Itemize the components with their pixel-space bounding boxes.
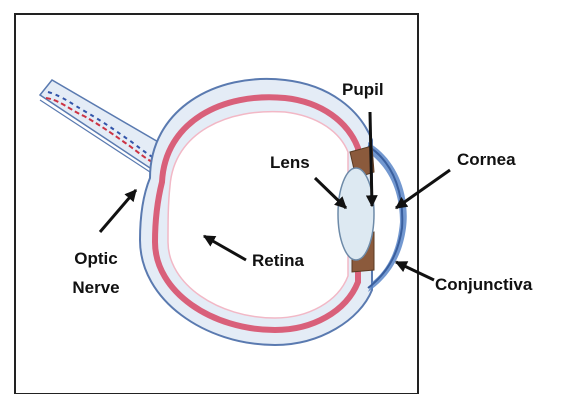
cornea-label: Cornea	[457, 150, 516, 169]
conjunctiva-label: Conjunctiva	[435, 275, 533, 294]
optic-nerve-label-line2: Nerve	[72, 278, 119, 297]
optic-nerve-label-line1: Optic	[74, 249, 117, 268]
lens	[338, 168, 374, 260]
retina-label: Retina	[252, 251, 305, 270]
lens-label: Lens	[270, 153, 310, 172]
eyeball	[140, 79, 372, 345]
pupil-label: Pupil	[342, 80, 384, 99]
pupil-arrow	[370, 112, 372, 206]
